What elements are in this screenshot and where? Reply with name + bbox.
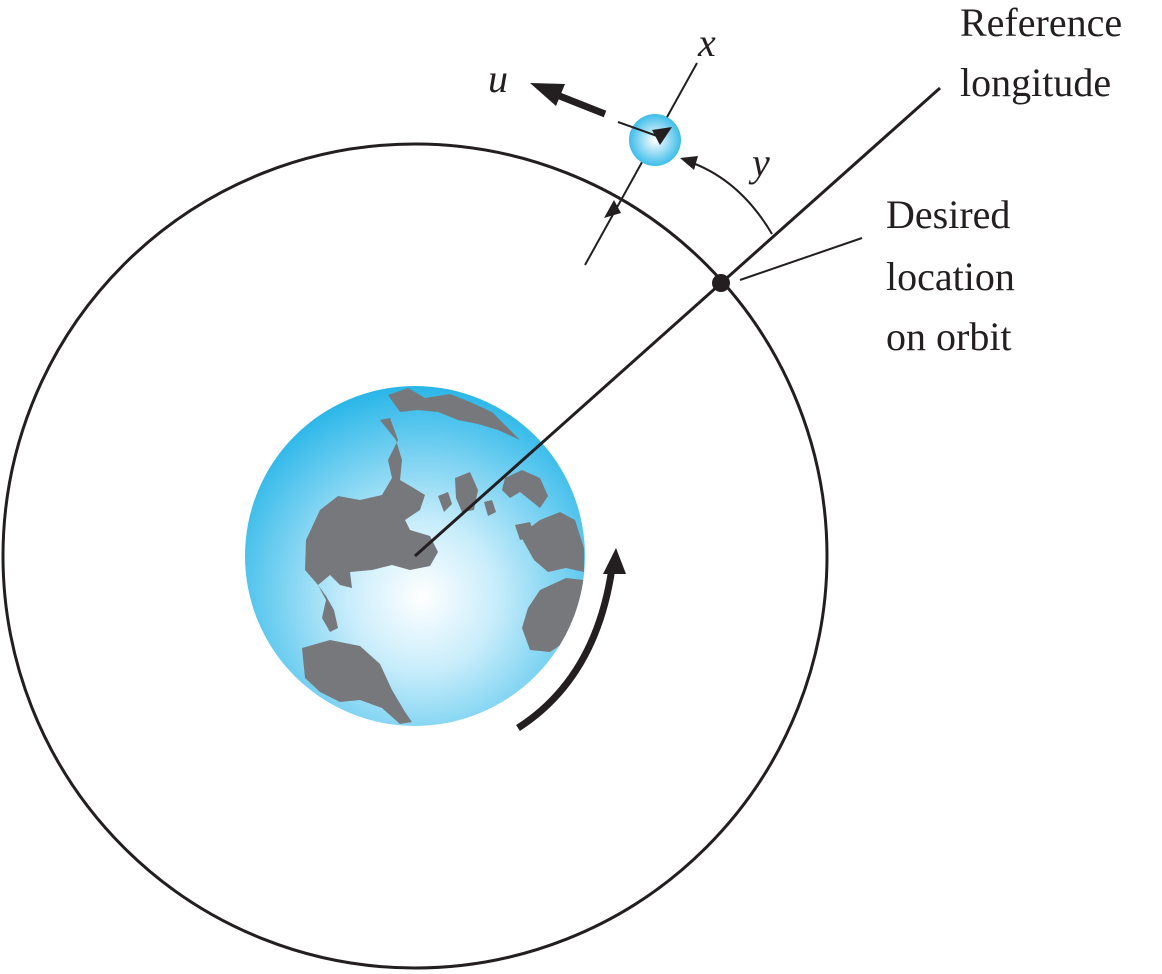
y-label: y xyxy=(748,140,770,185)
y-arc xyxy=(689,161,773,235)
x-outer-tick xyxy=(617,121,661,138)
rotation-arrowhead xyxy=(603,548,626,574)
reference-label-line2: longitude xyxy=(960,60,1111,105)
u-arrowhead xyxy=(530,83,565,106)
x-label: x xyxy=(697,20,716,65)
desired-label-line2: location xyxy=(886,254,1015,299)
reference-longitude-line xyxy=(414,86,941,558)
orbit-circle xyxy=(1,142,829,970)
u-arrow-shaft xyxy=(550,89,607,118)
x-axis-line xyxy=(584,62,698,266)
reference-label-line1: Reference xyxy=(960,0,1122,45)
curved-arrow-icon xyxy=(516,567,616,731)
earth-globe-icon xyxy=(245,386,585,726)
u-label: u xyxy=(488,56,508,101)
satellite-icon xyxy=(629,114,681,166)
desired-location-leader xyxy=(739,237,863,281)
desired-label-line3: on orbit xyxy=(886,314,1012,359)
y-arrowhead xyxy=(680,156,698,170)
x-arrowhead-outer xyxy=(652,127,672,145)
x-arrowhead-inner xyxy=(604,200,621,218)
desired-location-dot xyxy=(712,274,730,292)
desired-label-line1: Desired xyxy=(886,192,1010,237)
